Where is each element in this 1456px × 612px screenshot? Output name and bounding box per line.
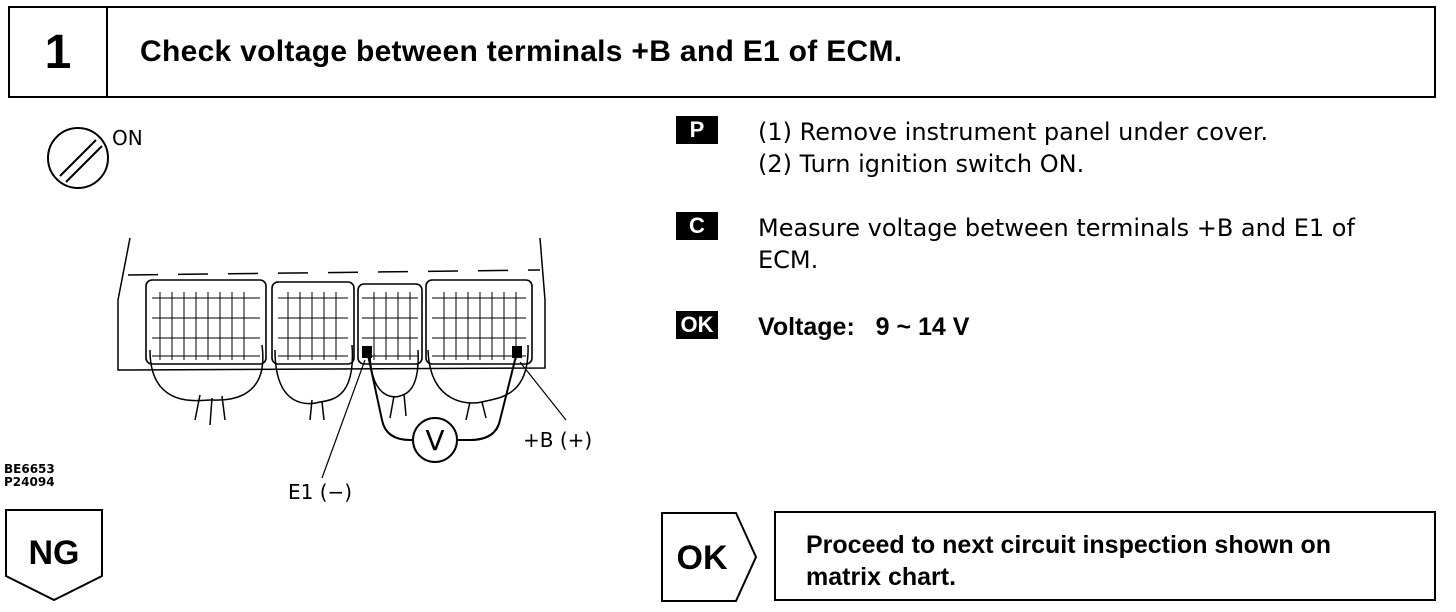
ignition-key-icon [47, 127, 109, 189]
plus-b-terminal [512, 346, 522, 358]
ok-label: OK [677, 539, 728, 577]
check-text: Measure voltage between terminals +B and… [758, 214, 1355, 274]
voltmeter-icon [412, 417, 458, 463]
tag-p: P [676, 116, 718, 144]
step-header: 1 Check voltage between terminals +B and… [8, 6, 1436, 98]
pin-grid-1 [152, 292, 260, 360]
tag-c: C [676, 212, 718, 240]
ng-badge: NG [4, 508, 104, 609]
step-title: Check voltage between terminals +B and E… [140, 35, 903, 68]
step-check: C Measure voltage between terminals +B a… [676, 212, 1355, 276]
pin-grid-4 [432, 292, 526, 360]
step-ok: OK Voltage: 9 ~ 14 V [676, 311, 969, 343]
prep-text: (1) Remove instrument panel under cover.… [758, 118, 1269, 178]
wire-harness [149, 344, 529, 426]
ignition-on-label: ON [112, 126, 143, 150]
figure-codes: BE6653 P24094 [4, 462, 55, 489]
ecm-diagram: V [47, 127, 567, 479]
plus-b-label: +B (+) [523, 428, 593, 452]
ok-spec: Voltage: 9 ~ 14 V [758, 313, 970, 341]
e1-terminal [362, 346, 372, 358]
voltmeter-leads [367, 354, 517, 441]
ok-action-box: Proceed to next circuit inspection shown… [774, 511, 1436, 601]
ok-badge: OK [660, 511, 760, 608]
ecm-connector-blocks [145, 279, 533, 365]
tag-ok: OK [676, 311, 718, 339]
voltmeter-symbol: V [425, 424, 444, 457]
step-prep: P (1) Remove instrument panel under cove… [676, 116, 1268, 180]
ecm-connector-illustration: V [0, 110, 650, 510]
e1-label: E1 (−) [288, 480, 353, 504]
step-number: 1 [10, 8, 108, 96]
pin-grid-2 [278, 292, 348, 360]
pin-grid-3 [362, 292, 418, 360]
ng-label: NG [29, 534, 80, 572]
